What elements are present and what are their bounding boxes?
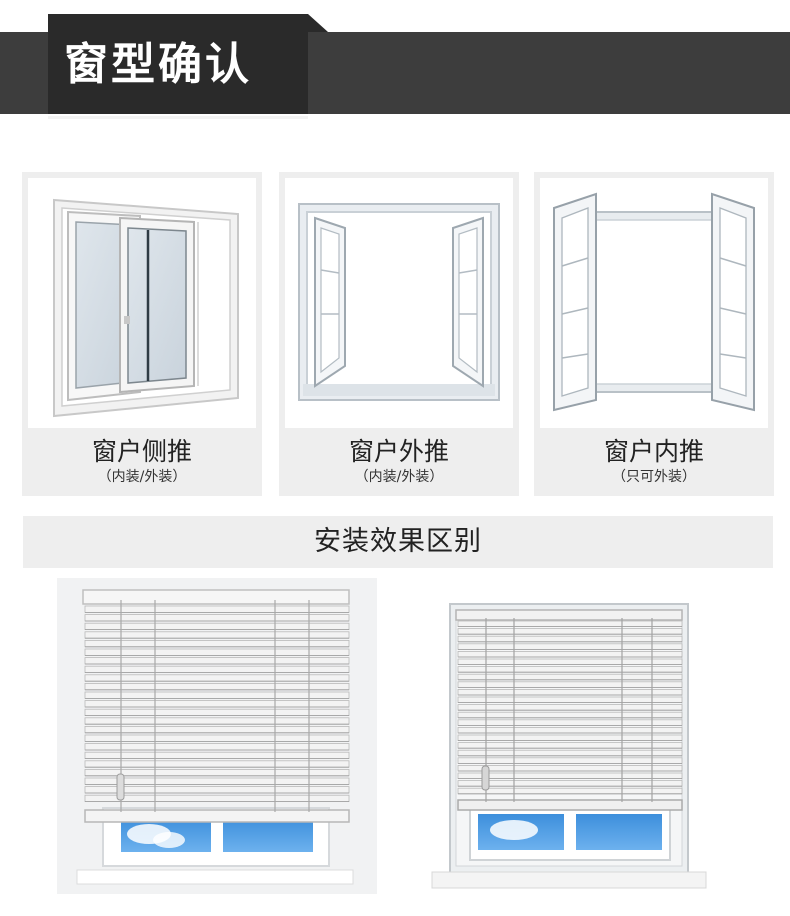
card-note: （内装/外装） [97, 469, 187, 485]
header-tab-slant [308, 14, 328, 32]
blind-slat [457, 711, 683, 719]
blind-slat [457, 780, 683, 787]
blind-slat [457, 643, 683, 650]
blind-slat [457, 651, 683, 658]
blind-slat [457, 742, 683, 749]
card-title: 窗户侧推 [91, 437, 192, 466]
blind-slat [457, 704, 683, 711]
blind-slat [457, 764, 683, 772]
card-title: 窗户内推 [603, 437, 704, 466]
blind-slat [457, 749, 683, 757]
window-type-card-inward[interactable]: 窗户内推 （只可外装） [534, 172, 774, 496]
blind-slats [84, 605, 350, 803]
blind-slat [457, 673, 683, 681]
header-tab [48, 14, 308, 114]
inside-mounted-blind-icon [430, 594, 710, 894]
blind-slat [457, 787, 683, 795]
blind-slat [457, 734, 683, 741]
blind-slat [457, 666, 683, 673]
sliding-window-icon [28, 178, 256, 428]
outside-mounted-blind-icon [57, 578, 377, 894]
blind-slats [457, 620, 683, 795]
page-title: 窗型确认 [64, 39, 252, 90]
blind-slat [457, 658, 683, 665]
outside-mounted-blind-photo [57, 578, 377, 894]
blind-slat [457, 628, 683, 635]
card-note: （内装/外装） [354, 469, 444, 485]
blind-slat [457, 689, 683, 696]
window-type-card-outward[interactable]: 窗户外推 （内装/外装） [279, 172, 519, 496]
window-type-card-sliding[interactable]: 窗户侧推 （内装/外装） [22, 172, 262, 496]
section-band: 安装效果区别 [23, 516, 773, 568]
blind-slat [457, 620, 683, 627]
blind-slat [457, 635, 683, 643]
blind-slat [457, 681, 683, 688]
blind-slat [457, 757, 683, 764]
section-title: 安装效果区别 [314, 526, 482, 557]
inside-mounted-blind-photo [430, 594, 710, 894]
blind-slat [457, 726, 683, 734]
inward-casement-window-icon [540, 178, 768, 428]
header-underline [48, 116, 308, 119]
blind-slat [457, 696, 683, 703]
outward-casement-window-icon [285, 178, 513, 428]
blind-slat [457, 719, 683, 726]
card-title: 窗户外推 [348, 437, 449, 466]
card-note: （只可外装） [612, 469, 696, 485]
blind-slat [457, 772, 683, 779]
